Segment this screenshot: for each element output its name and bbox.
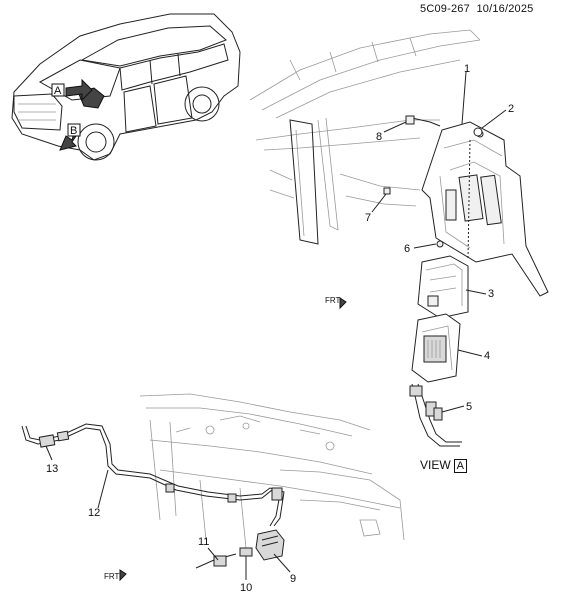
component-9 [255, 529, 285, 561]
diagram-header: 5C09-267 10/16/2025 [420, 3, 534, 15]
frt-label-upper: FRT [325, 296, 341, 305]
callout-10: 10 [240, 582, 252, 594]
callout-3: 3 [488, 288, 494, 300]
view-a-arrow [65, 78, 93, 102]
frt-arrow-lower [119, 569, 127, 582]
fastener-8 [405, 115, 415, 125]
antenna-harness [21, 423, 285, 527]
component-10 [239, 547, 253, 557]
callout-numbers: 1 2 3 4 5 6 7 8 9 10 11 12 13 [46, 63, 514, 594]
view-letter: A [453, 459, 468, 473]
wiring-connectors [409, 383, 462, 447]
fastener-2 [473, 127, 483, 137]
fastener-6 [436, 240, 444, 248]
callout-a-letter: A [54, 85, 62, 97]
module-bracket [421, 121, 549, 297]
leader-lines-upper [371, 71, 507, 413]
vehicle-sketch: A B [11, 13, 241, 161]
lower-components [195, 529, 285, 569]
view-label: VIEW [420, 458, 451, 472]
fastener-7 [383, 187, 391, 195]
frt-arrow-upper [339, 297, 347, 310]
fasteners [383, 115, 483, 248]
callout-7: 7 [365, 212, 371, 224]
callout-5: 5 [466, 401, 472, 413]
callout-1: 1 [464, 63, 470, 75]
callout-12: 12 [88, 507, 100, 519]
control-module [411, 313, 461, 383]
callout-a-box [51, 83, 65, 97]
upper-body-structure [249, 29, 481, 245]
callout-2: 2 [508, 103, 514, 115]
frt-label-lower: FRT [104, 572, 120, 581]
callout-6: 6 [404, 243, 410, 255]
diagram-date: 10/16/2025 [476, 3, 534, 15]
callout-4: 4 [484, 350, 490, 362]
lower-body-structure [139, 393, 405, 549]
callout-b-letter: B [70, 125, 77, 137]
callout-11: 11 [198, 536, 209, 548]
module-clip [417, 255, 469, 319]
callout-b-box [67, 123, 81, 137]
callout-8: 8 [376, 131, 382, 143]
component-11 [213, 555, 227, 567]
leader-lines-lower [45, 445, 291, 580]
diagram-ref: 5C09-267 [420, 3, 470, 15]
callout-13: 13 [46, 463, 58, 475]
callout-9: 9 [290, 573, 296, 585]
